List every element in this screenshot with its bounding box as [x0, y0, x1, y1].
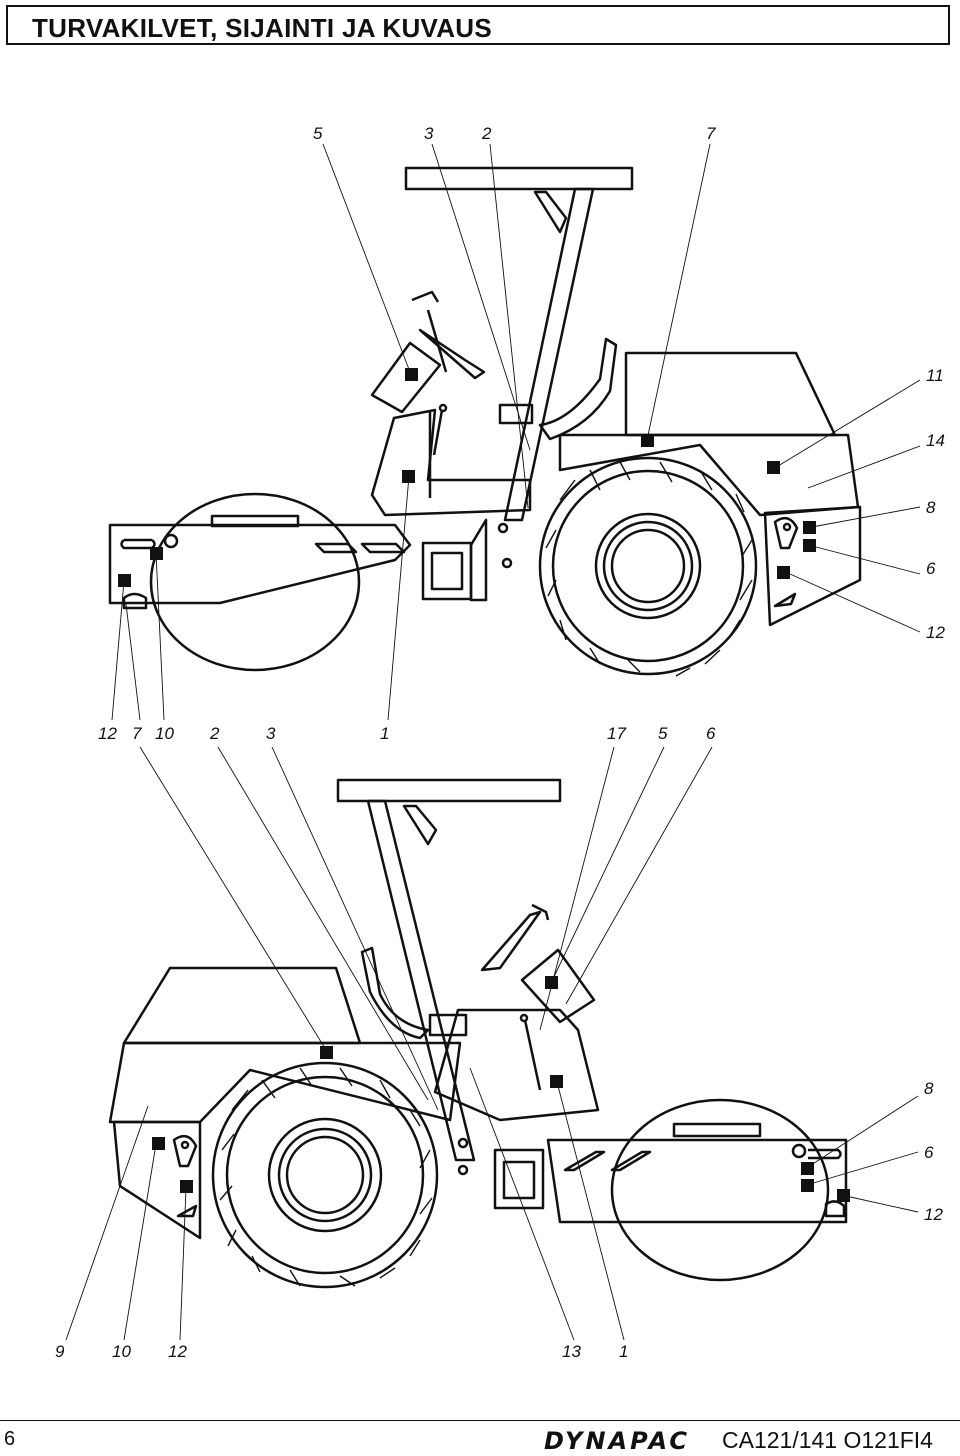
callout-bottom-13: 13 — [562, 1342, 581, 1361]
page-title: TURVAKILVET, SIJAINTI JA KUVAUS — [32, 13, 493, 43]
callout-mid-2: 2 — [209, 724, 220, 743]
callout-labels: 5 3 2 7 11 14 8 6 12 12 7 10 2 3 1 17 5 … — [55, 124, 945, 1361]
callout-top-3: 3 — [424, 124, 434, 143]
callout-right-8: 8 — [926, 498, 936, 517]
callout-top-7: 7 — [706, 124, 716, 143]
callout-mid-17: 17 — [607, 724, 626, 743]
callout-bottom-right-8: 8 — [924, 1079, 934, 1098]
decal-markers — [118, 368, 850, 1202]
callout-bottom-9: 9 — [55, 1342, 65, 1361]
title-box: TURVAKILVET, SIJAINTI JA KUVAUS — [6, 5, 950, 45]
callout-mid-5: 5 — [658, 724, 668, 743]
callout-top-2: 2 — [481, 124, 492, 143]
roller-bottom-view — [108, 778, 848, 1289]
document-code: CA121/141 O121FI4 — [722, 1427, 933, 1453]
callout-bottom-10: 10 — [112, 1342, 131, 1361]
callout-mid-10: 10 — [155, 724, 174, 743]
brand-logo: DYNAPAC — [544, 1427, 690, 1455]
callout-right-14: 14 — [926, 431, 945, 450]
callout-mid-12: 12 — [98, 724, 117, 743]
callout-leaders — [65, 143, 921, 1341]
callout-bottom-right-12: 12 — [924, 1205, 943, 1224]
callout-bottom-right-6: 6 — [924, 1143, 934, 1162]
callout-bottom-1: 1 — [619, 1342, 628, 1361]
callout-mid-3: 3 — [266, 724, 276, 743]
callout-right-11: 11 — [926, 366, 944, 385]
callout-mid-7: 7 — [132, 724, 142, 743]
callout-mid-6: 6 — [706, 724, 716, 743]
callout-top-5: 5 — [313, 124, 323, 143]
tyre-tread — [219, 461, 753, 1287]
footer-rule — [0, 1420, 960, 1421]
roller-top-view — [108, 166, 862, 676]
callout-mid-1: 1 — [380, 724, 389, 743]
page-number: 6 — [4, 1428, 16, 1450]
callout-right-6: 6 — [926, 559, 936, 578]
callout-right-12: 12 — [926, 623, 945, 642]
callout-bottom-12: 12 — [168, 1342, 187, 1361]
